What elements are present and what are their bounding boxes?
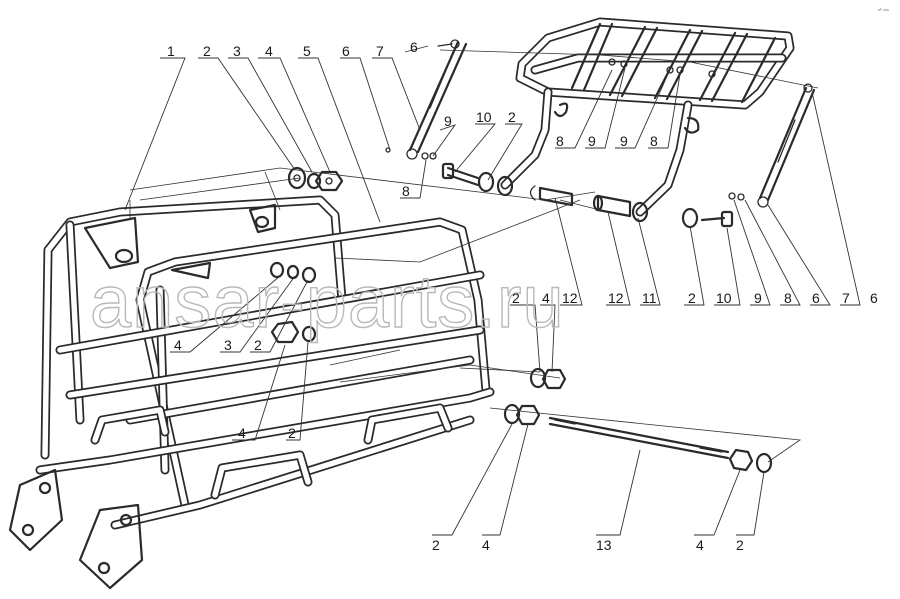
callout-2: 2 (508, 109, 516, 125)
callout-4: 4 (174, 337, 182, 353)
callout-2: 2 (512, 290, 520, 306)
callout-7: 7 (842, 290, 850, 306)
callout-1: 1 (167, 43, 175, 59)
callout-8: 8 (784, 290, 792, 306)
callout-11: 11 (642, 290, 657, 306)
right-strut (757, 83, 816, 208)
hardware-lower (503, 367, 773, 474)
callout-4: 4 (238, 425, 246, 441)
callout-3: 3 (224, 337, 232, 353)
callout-9: 9 (588, 133, 596, 149)
watermark: ansar-parts.ru (90, 260, 565, 343)
callout-4: 4 (542, 290, 550, 306)
callout-12: 12 (608, 290, 624, 306)
top-luggage-rack (496, 17, 795, 223)
callout-9: 9 (620, 133, 628, 149)
callout-8: 8 (650, 133, 658, 149)
callout-6: 6 (870, 290, 878, 306)
callout-4: 4 (696, 537, 704, 553)
callout-12: 12 (562, 290, 578, 306)
callout-6: 6 (342, 43, 350, 59)
callout-4: 4 (482, 537, 490, 553)
callout-2: 2 (736, 537, 744, 553)
callout-5: 5 (303, 43, 311, 59)
callout-2: 2 (254, 337, 262, 353)
callout-2: 2 (203, 43, 211, 59)
main-rear-rack-frame (8, 195, 495, 590)
left-strut (406, 39, 468, 160)
callout-2: 2 (288, 425, 296, 441)
callout-13: 13 (596, 537, 612, 553)
washer-nut-stack-upper (287, 166, 344, 192)
callout-9: 9 (444, 113, 452, 129)
callout-2: 2 (688, 290, 696, 306)
callout-9: 9 (754, 290, 762, 306)
callout-6: 6 (410, 39, 418, 55)
callout-6: 6 (812, 290, 820, 306)
callout-labels: 1 2 3 4 5 6 7 6 9 10 2 8 8 9 9 8 2 4 12 … (167, 39, 878, 553)
corner-mark: ᵃᴾ ᵃᵈᵉ (878, 8, 889, 14)
assembly-axis-lines (129, 49, 819, 463)
leader-lines (124, 45, 861, 536)
callout-2: 2 (432, 537, 440, 553)
callout-3: 3 (233, 43, 241, 59)
callout-8: 8 (402, 183, 410, 199)
callout-4: 4 (265, 43, 273, 59)
callout-10: 10 (476, 109, 492, 125)
callout-8: 8 (556, 133, 564, 149)
callout-7: 7 (376, 43, 384, 59)
callout-10: 10 (716, 290, 732, 306)
hardware-upper-left (385, 147, 745, 229)
